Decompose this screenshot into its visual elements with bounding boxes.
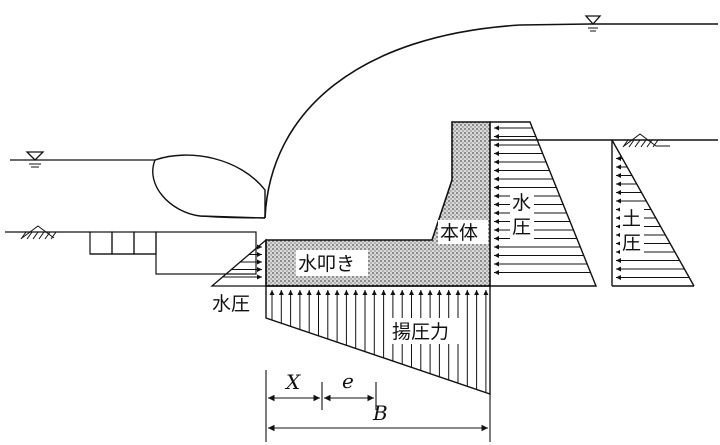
left-water-label: 水圧 [212, 293, 250, 315]
left-water-pressure-arrows [222, 244, 262, 280]
apron-label: 水叩き [298, 253, 355, 275]
ground-hatch-icon [622, 133, 670, 148]
earth-label-bg [620, 206, 644, 256]
left-water-pressure-diagram [210, 238, 267, 287]
water-level-icon [25, 151, 45, 168]
upstream-water-surface [584, 15, 718, 32]
overflow-nappe [152, 23, 591, 219]
body-label: 本体 [440, 222, 478, 244]
right-water-label-2: 圧 [512, 216, 531, 238]
earth-label-1: 土 [622, 208, 641, 230]
dim-e-label: e [342, 369, 354, 393]
dimension-lines [265, 370, 491, 442]
dim-b-label: B [372, 401, 388, 425]
water-level-icon [584, 15, 602, 32]
apron-label-bg [296, 250, 368, 276]
ground-hatch-icon [20, 225, 57, 240]
right-water-label-bg [510, 190, 534, 240]
uplift-label-bg [390, 318, 464, 344]
uplift-label: 揚圧力 [392, 321, 449, 343]
body-label-bg [438, 220, 488, 244]
downstream-ground [5, 225, 257, 275]
earth-pressure-diagram [611, 133, 695, 287]
right-water-label-1: 水 [512, 192, 531, 214]
earth-label-2: 圧 [622, 232, 641, 254]
downstream-water-surface [10, 151, 155, 168]
right-water-pressure-arrows [494, 125, 591, 275]
dim-x-label: X [284, 370, 301, 394]
